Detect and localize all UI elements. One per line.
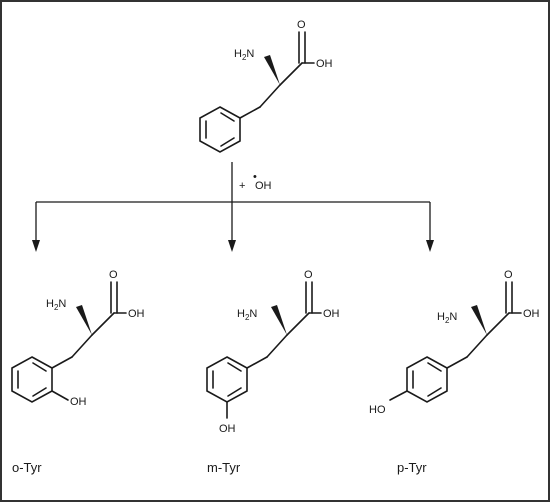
- arrowhead-m-tyr: [228, 240, 236, 252]
- phenylalanine-structure: H2N O OH: [199, 19, 333, 153]
- ch2-bond: [239, 106, 261, 119]
- m-tyr-ring: [206, 356, 248, 403]
- amine-label: H2N: [234, 48, 254, 62]
- p-tyr-phenol-bond: [389, 390, 408, 401]
- o-tyr-acid-hydroxyl-label: OH: [128, 308, 145, 320]
- benzene-ring: [199, 106, 241, 153]
- m-tyr-carbonyl-label: O: [304, 269, 313, 281]
- p-tyr-acid-hydroxyl-label: OH: [523, 308, 540, 320]
- reaction-arrows: + • OH: [32, 162, 434, 252]
- p-tyr-ring: [406, 356, 448, 403]
- m-tyrosine-structure: H2N O OH OH: [206, 269, 340, 435]
- m-tyr-phenol-label: OH: [219, 423, 236, 435]
- m-tyr-amine-label: H2N: [237, 308, 257, 322]
- carboxyl-bond: [279, 62, 303, 86]
- alpha-bond: [259, 84, 281, 108]
- p-tyr-carbonyl-label: O: [504, 269, 513, 281]
- o-tyr-phenol-label: OH: [70, 396, 87, 408]
- p-tyr-phenol-label: HO: [369, 404, 386, 416]
- o-tyr-label: o-Tyr: [12, 460, 42, 475]
- arrowhead-p-tyr: [426, 240, 434, 252]
- o-tyr-amine-label: H2N: [46, 298, 66, 312]
- p-tyr-label: p-Tyr: [397, 460, 427, 475]
- radical-dot: •: [253, 171, 257, 183]
- reagent-plus: +: [239, 180, 245, 192]
- m-tyr-acid-hydroxyl-label: OH: [323, 308, 340, 320]
- o-tyr-phenol-bond: [51, 390, 69, 401]
- m-tyr-label: m-Tyr: [207, 460, 241, 475]
- p-tyrosine-structure: H2N O OH HO: [369, 269, 540, 416]
- o-tyrosine-structure: H2N O OH OH: [11, 269, 145, 408]
- carbonyl-oxygen-label: O: [297, 19, 306, 31]
- stereo-wedge: [264, 55, 280, 85]
- hydroxyl-radical-label: OH: [255, 180, 272, 192]
- o-tyr-carbonyl-label: O: [109, 269, 118, 281]
- arrowhead-o-tyr: [32, 240, 40, 252]
- o-tyr-ring: [11, 356, 53, 403]
- acid-hydroxyl-label: OH: [316, 58, 333, 70]
- p-tyr-amine-label: H2N: [437, 311, 457, 325]
